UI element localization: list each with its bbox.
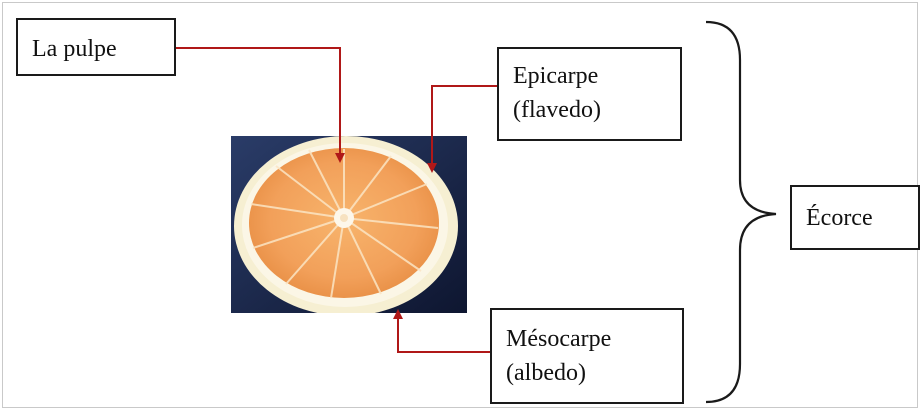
label-pulpe: La pulpe xyxy=(32,36,117,62)
arrow-pulpe xyxy=(176,48,340,160)
curly-brace xyxy=(706,22,776,402)
label-flavedo: (flavedo) xyxy=(513,93,666,127)
arrow-epicarpe xyxy=(432,86,497,170)
arrow-mesocarpe xyxy=(398,312,490,352)
label-box-pulpe: La pulpe xyxy=(16,18,176,76)
label-box-ecorce: Écorce xyxy=(790,185,920,250)
label-epicarpe: Epicarpe xyxy=(513,59,666,93)
label-mesocarpe: Mésocarpe xyxy=(506,322,668,356)
label-box-epicarpe: Epicarpe (flavedo) xyxy=(497,47,682,141)
label-ecorce: Écorce xyxy=(806,205,873,231)
label-albedo: (albedo) xyxy=(506,356,668,390)
label-box-mesocarpe: Mésocarpe (albedo) xyxy=(490,308,684,404)
